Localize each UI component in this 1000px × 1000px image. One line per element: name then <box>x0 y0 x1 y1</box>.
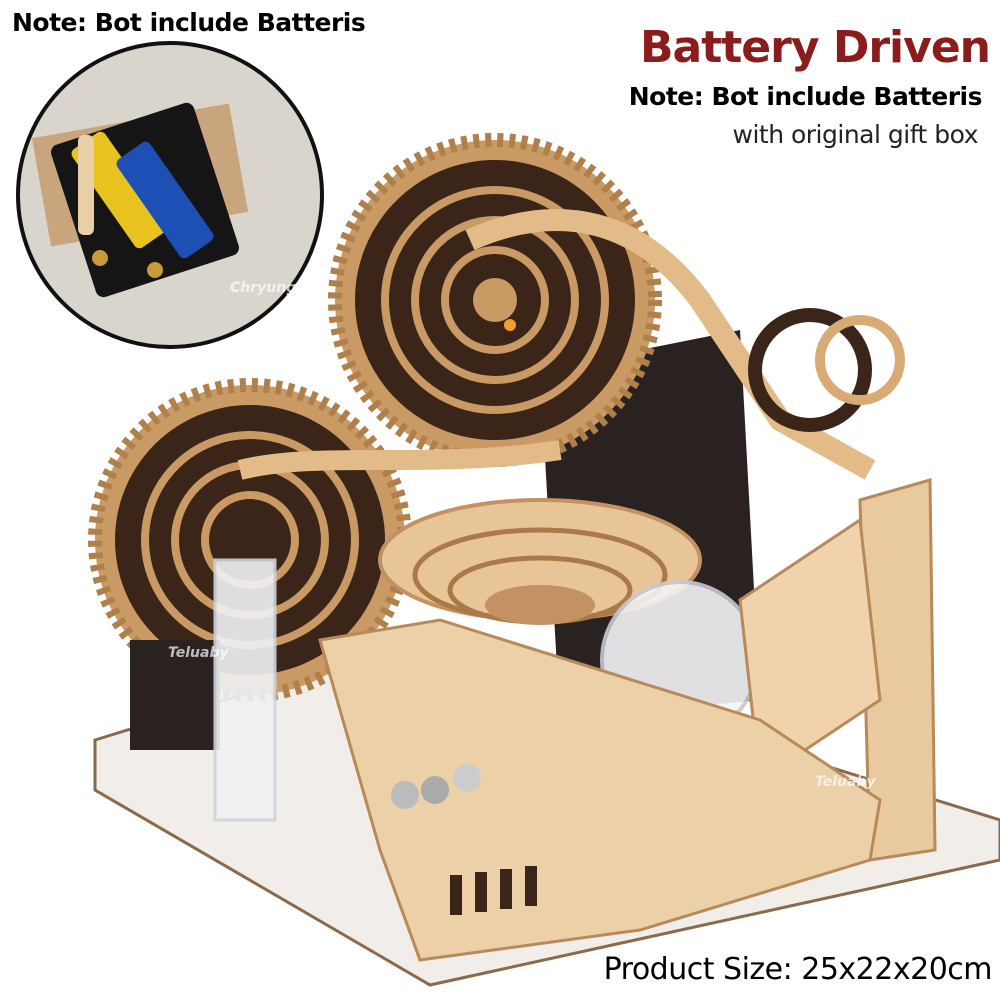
large-gear-top <box>328 133 662 467</box>
right-tower <box>858 478 937 862</box>
watermark: Chryungel <box>230 280 311 296</box>
product-size: Product Size: 25x22x20cm <box>603 952 993 987</box>
battery-note-left: Note: Bot include Batteris <box>12 8 366 37</box>
battery-icon <box>116 141 214 259</box>
title-battery-driven: Battery Driven <box>640 22 991 73</box>
left-tower <box>130 640 220 750</box>
battery-inset <box>16 41 324 349</box>
watermark: Teluaby <box>815 774 876 790</box>
battery-icon <box>71 131 169 249</box>
upper-track <box>465 209 876 480</box>
gift-box-note: with original gift box <box>732 120 979 149</box>
watermark: Teluaby <box>168 645 229 661</box>
clear-elevator <box>213 558 277 822</box>
wheel-right <box>748 308 905 432</box>
steel-ball <box>453 764 481 792</box>
battery-note-right: Note: Bot include Batteris <box>628 82 983 111</box>
mid-track <box>237 440 562 480</box>
steel-ball <box>421 776 449 804</box>
steel-ball <box>391 781 419 809</box>
spiral-bowl <box>378 498 702 625</box>
